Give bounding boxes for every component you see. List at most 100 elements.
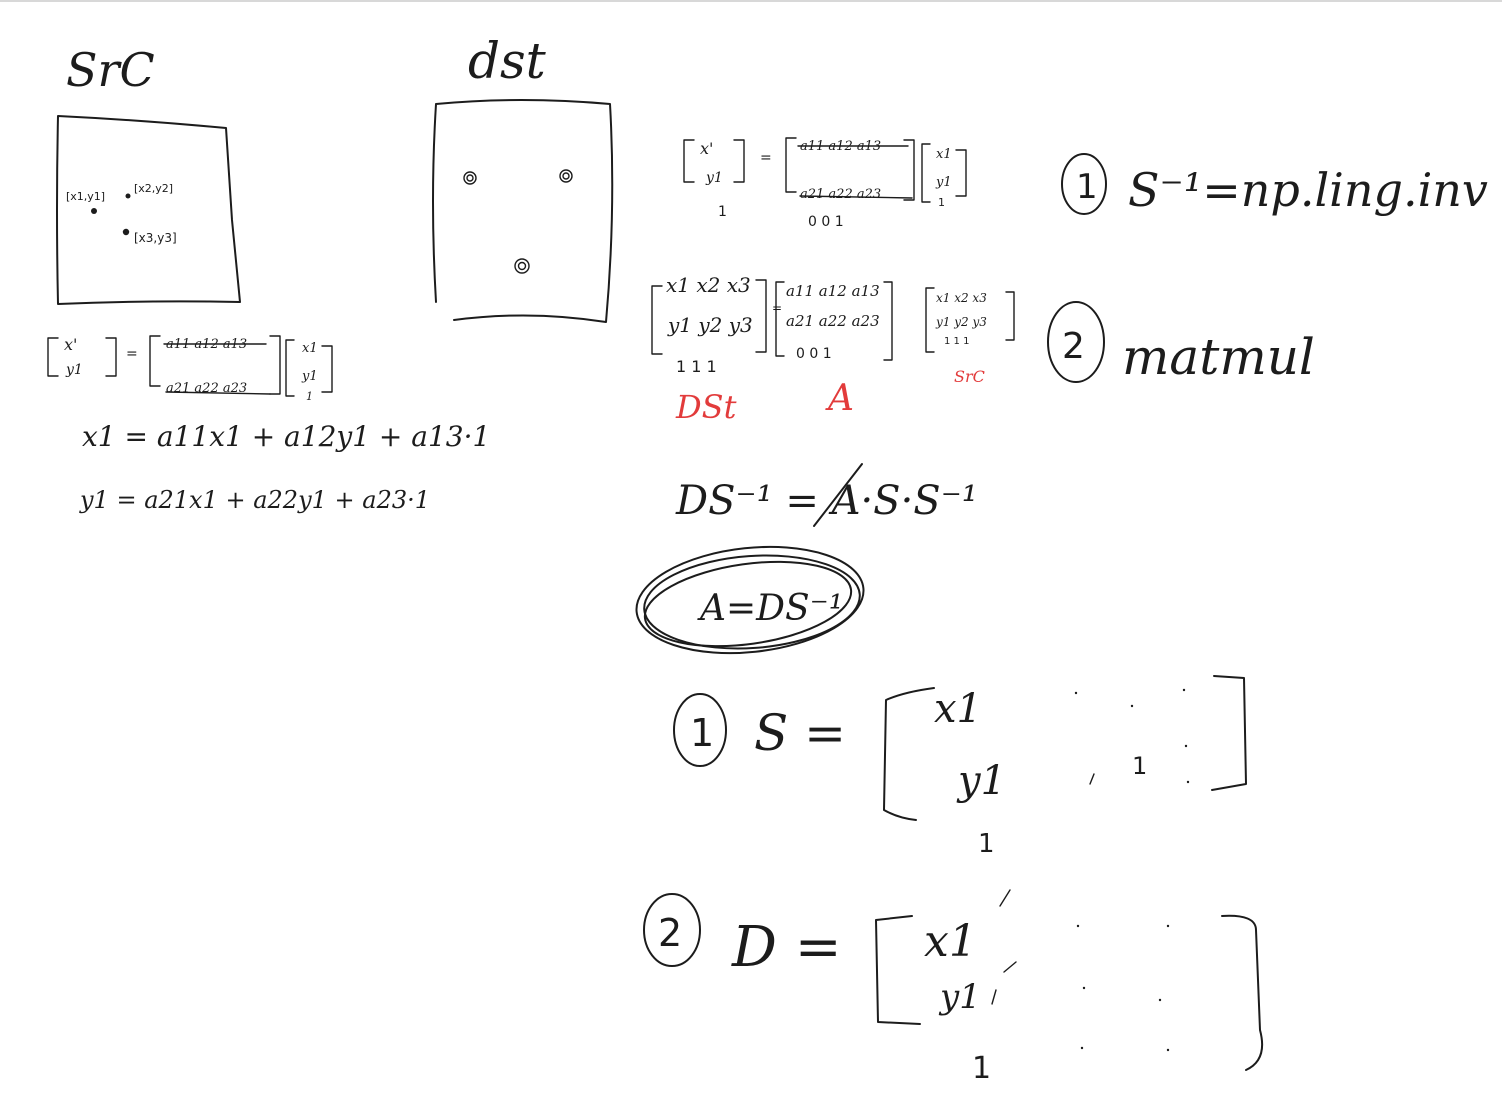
src-point-1-label: [x1,y1] (66, 190, 105, 203)
s-mat-comma (1089, 773, 1095, 785)
left-lhs-bracket-open (47, 337, 59, 377)
a-mat-bracket-close (883, 281, 893, 361)
step1-number: 1 (1076, 167, 1098, 207)
src-mat-row3: 1 1 1 (944, 336, 969, 347)
dst-mat-row2: y1 y2 y3 (667, 313, 753, 337)
top-rhs-bracket-close (955, 149, 967, 197)
matrix-product: x1 x2 x3 y1 y2 y3 1 1 1 = a11 a12 a13 a2… (651, 273, 1015, 426)
red-label-dst: DSt (675, 388, 737, 426)
top-m-bracket-open (785, 137, 797, 193)
d-mat-dot-2 (1166, 924, 1170, 928)
step2-text: matmul (1122, 328, 1315, 386)
top-m-row2: a21 a22 a23 (800, 187, 881, 202)
cancel-stroke (813, 463, 863, 527)
dst-mat-row3: 1 1 1 (676, 357, 717, 376)
dst-point-3-inner (517, 261, 527, 271)
dst-box (432, 99, 614, 323)
left-rhs-bracket-open (285, 339, 295, 397)
d-mat-one: 1 (972, 1051, 991, 1086)
left-matrix-equation: x' y1 = a11 a12 a13 a21 a22 a23 x1 y1 1 (47, 335, 333, 403)
dst-title: dst (468, 32, 547, 90)
s-mat-dot-2 (1182, 688, 1186, 692)
s-mat-one: 1 (978, 829, 995, 859)
top-m-row2-strike (799, 195, 913, 199)
top-lhs-bracket-open (683, 139, 695, 183)
d-step-number: 2 (658, 911, 682, 955)
top-m-bracket-close (903, 139, 915, 201)
s-step-circle (673, 693, 727, 767)
top-matrix-equation: x' y1 1 = a11 a12 a13 a21 a22 a23 0 0 1 … (683, 137, 967, 230)
d-mat-bracket-close (1221, 914, 1264, 1071)
dst-mat-bracket-close (755, 279, 767, 353)
result-circle-1 (635, 545, 865, 655)
s-mat-dot-5 (1186, 780, 1190, 784)
d-mat-dot-1 (1076, 924, 1080, 928)
dst-point-2 (559, 169, 573, 183)
top-lhs-1: 1 (718, 204, 727, 220)
top-lhs-x: x' (700, 139, 713, 158)
src-box (56, 115, 241, 305)
s-mat-mid: 1 (1132, 752, 1147, 780)
s-mat-bracket-close (1211, 675, 1247, 791)
result-equation: A=DS⁻¹ (697, 588, 843, 629)
s-mat-dot-3 (1130, 704, 1134, 708)
left-m-bracket-open (149, 335, 161, 387)
src-point-2-label: [x2,y2] (134, 182, 173, 195)
top-rhs-bracket-open (921, 143, 931, 203)
left-lhs-bracket-close (105, 337, 117, 377)
d-mat-dot-3 (1082, 986, 1086, 990)
top-m-row3: 0 0 1 (808, 214, 844, 230)
left-lhs-y: y1 (65, 362, 83, 378)
left-rhs-bracket-close (321, 345, 333, 393)
left-rhs-3: 1 (306, 390, 313, 403)
a-mat-row3: 0 0 1 (796, 346, 832, 362)
left-equals: = (126, 346, 138, 362)
top-lhs-bracket-close (733, 139, 745, 183)
s-step-number: 1 (690, 711, 714, 755)
left-rhs-2: y1 (301, 369, 318, 384)
d-mat-y: y1 (938, 977, 981, 1017)
s-definition: S = (754, 704, 846, 762)
left-m-bracket-close (269, 335, 281, 395)
step2-number: 2 (1062, 326, 1085, 367)
top-rhs-2: y1 (935, 175, 952, 190)
d-mat-tick-1 (999, 889, 1011, 907)
dst-point-3 (514, 258, 530, 274)
dst-point-1-inner (466, 174, 474, 182)
top-rhs-1: x1 (936, 147, 952, 162)
dst-point-2-inner (562, 172, 570, 180)
a-mat-equals: = (772, 301, 782, 315)
d-mat-bracket-open (875, 915, 921, 1025)
red-label-src: SrC (954, 367, 985, 386)
top-border (0, 0, 1502, 2)
d-mat-x: x1 (924, 916, 977, 967)
left-rhs-1: x1 (302, 341, 318, 356)
left-lhs-x: x' (64, 335, 77, 354)
src-point-1 (91, 208, 97, 214)
ds-equation: DS⁻¹ = A·S·S⁻¹ (675, 478, 978, 524)
equation-y: y1 = a21x1 + a22y1 + a23·1 (79, 486, 430, 514)
step2-circle (1047, 301, 1105, 383)
top-rhs-3: 1 (938, 196, 945, 209)
result-circle-3 (643, 560, 853, 648)
d-mat-tick-3 (991, 989, 997, 1005)
dst-mat-bracket-open (651, 285, 663, 355)
step1-text: S⁻¹=np.ling.inv (1128, 163, 1488, 217)
red-label-a: A (825, 378, 854, 419)
d-mat-dot-6 (1166, 1048, 1170, 1052)
s-mat-y: y1 (956, 758, 1006, 804)
top-lhs-y: y1 (705, 170, 723, 186)
top-equals: = (760, 150, 772, 166)
step1-circle (1061, 153, 1107, 215)
src-mat-row2: y1 y2 y3 (935, 315, 987, 329)
src-mat-row1: x1 x2 x3 (936, 291, 987, 305)
s-mat-bracket-open (883, 687, 935, 821)
d-mat-tick-2 (1003, 961, 1017, 973)
src-title: SrC (66, 43, 155, 97)
src-mat-bracket-open (925, 287, 935, 353)
d-step-circle (643, 893, 701, 967)
result-circle-2 (643, 554, 861, 650)
s-mat-dot-4 (1184, 744, 1188, 748)
